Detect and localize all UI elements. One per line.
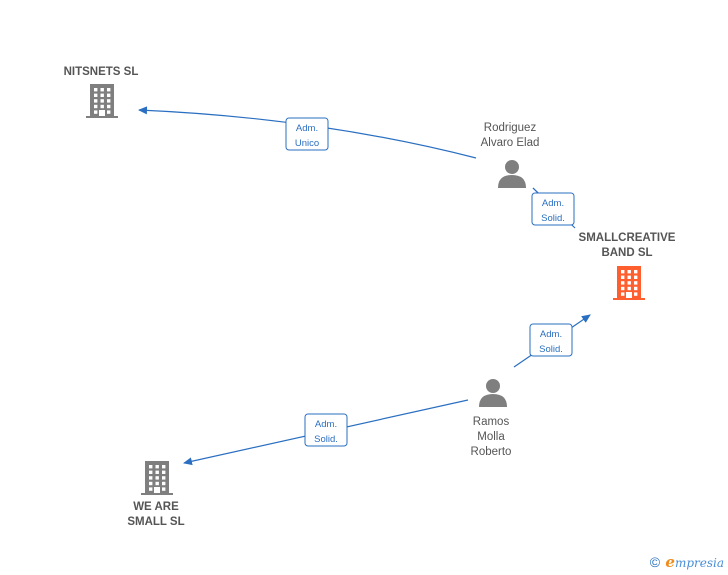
edge-label-text: Unico: [295, 138, 319, 149]
footer-brand: © empresia: [650, 553, 724, 571]
node-label: SMALLCREATIVE: [579, 232, 676, 244]
node-label: NITSNETS SL: [64, 66, 139, 78]
person-icon: [479, 379, 507, 407]
edge-ramos-weare: Adm. Solid.: [183, 399, 469, 466]
node-label: SMALL SL: [127, 516, 184, 528]
building-icon: [86, 84, 118, 118]
node-label: Roberto: [471, 446, 512, 458]
brand-logo[interactable]: empresia: [665, 553, 724, 571]
brand-name: mpresia: [674, 556, 724, 570]
edge-label-box[interactable]: [304, 413, 348, 447]
edge-label-text: Solid.: [539, 344, 563, 355]
edge-label-text: Solid.: [314, 434, 338, 445]
edge-label-text: Solid.: [541, 213, 565, 224]
node-label: BAND SL: [601, 247, 652, 259]
edge-label-box[interactable]: [529, 323, 573, 357]
edge-label-text: Adm.: [540, 329, 562, 340]
edge-label-box[interactable]: [285, 117, 329, 151]
edge-ramos-smallcreative: Adm. Solid.: [513, 314, 591, 368]
node-label: Rodriguez: [484, 122, 537, 134]
node-label: WE ARE: [133, 501, 179, 513]
edge-label-text: Adm.: [296, 123, 318, 134]
edge-rodriguez-nitsnets: Adm. Unico: [138, 106, 477, 159]
node-label: Molla: [477, 431, 505, 443]
brand-initial: e: [665, 553, 675, 571]
node-label: Alvaro Elad: [481, 137, 540, 149]
edge-label-box[interactable]: [531, 192, 575, 226]
edge-label-text: Adm.: [315, 419, 337, 430]
node-weare[interactable]: WE ARE SMALL SL: [127, 461, 185, 528]
building-icon: [613, 266, 645, 300]
edge-rodriguez-smallcreative: Adm. Solid.: [531, 187, 575, 226]
edge-label-text: Adm.: [542, 198, 564, 209]
copyright-symbol: ©: [649, 554, 661, 570]
building-icon: [141, 461, 173, 495]
node-label: Ramos: [473, 416, 510, 428]
node-smallcreative[interactable]: SMALLCREATIVE BAND SL: [579, 232, 676, 300]
person-icon: [498, 160, 526, 188]
node-nitsnets[interactable]: NITSNETS SL: [64, 66, 139, 118]
